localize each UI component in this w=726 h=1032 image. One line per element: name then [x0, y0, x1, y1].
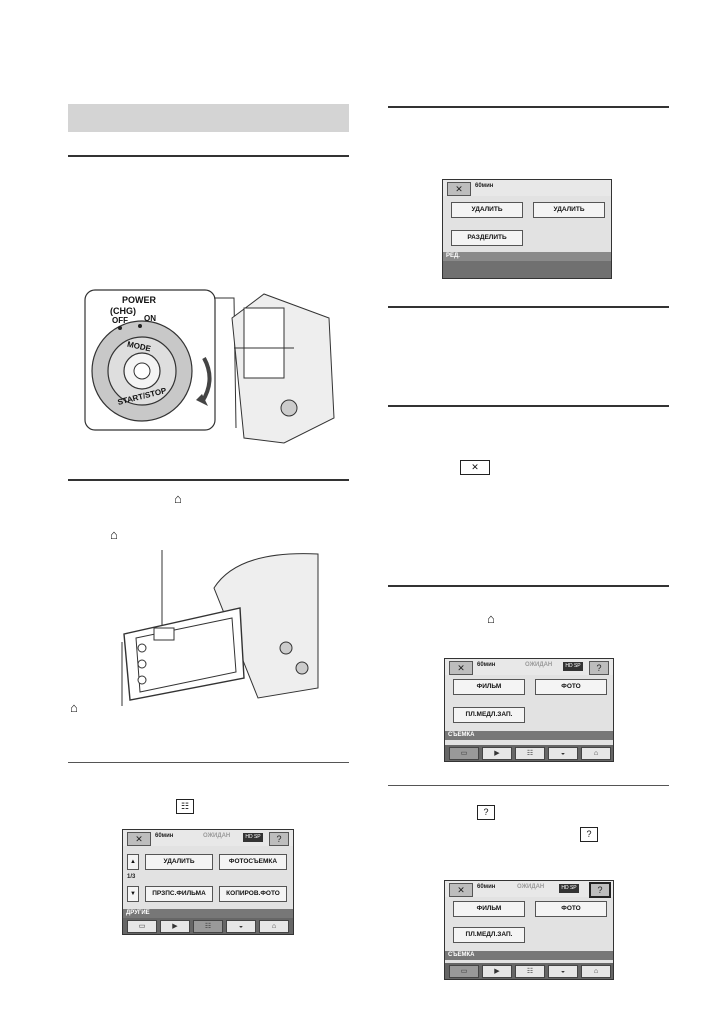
- menu-icon: ☷: [176, 799, 194, 814]
- close-button[interactable]: ✕: [447, 182, 471, 196]
- smooth-slow-rec-button[interactable]: ПЛ.МЕДЛ.ЗАП.: [453, 707, 525, 723]
- delete-button[interactable]: УДАЛИТЬ: [145, 854, 213, 870]
- tab-settings[interactable]: ⌂: [581, 747, 611, 760]
- tab-view[interactable]: ▶: [482, 965, 512, 978]
- remaining-time: 60мин: [155, 833, 174, 839]
- power-label: POWER: [122, 295, 157, 305]
- step-divider: [388, 106, 669, 108]
- step-divider: [388, 785, 669, 786]
- help-button[interactable]: ?: [589, 661, 609, 675]
- tab-camera[interactable]: ▭: [449, 747, 479, 760]
- photo-capture-button[interactable]: ФОТОСЪЕМКА: [219, 854, 287, 870]
- category-label: ДРУГИЕ: [123, 909, 293, 918]
- home-icon: ⌂: [70, 700, 78, 715]
- home-icon: ⌂: [110, 527, 118, 542]
- tab-manage[interactable]: ◒: [548, 747, 578, 760]
- photo-button[interactable]: ФОТО: [535, 901, 607, 917]
- off-label: OFF: [112, 316, 128, 325]
- category-label: РЕД.: [443, 252, 611, 261]
- remaining-time: 60мин: [475, 183, 494, 189]
- lcd-panel-illustration: [121, 550, 319, 706]
- hd-quality-badge: HD SP: [563, 662, 583, 671]
- lcd-screen-other: ✕ 60мин ОЖИДАН HD SP ? ▲ УДАЛИТЬ ФОТОСЪЕ…: [122, 829, 294, 935]
- close-button[interactable]: ✕: [449, 883, 473, 897]
- help-icon: ?: [580, 827, 598, 842]
- remaining-time: 60мин: [477, 662, 496, 668]
- home-icon: ⌂: [487, 611, 495, 626]
- section-header-band: [68, 104, 349, 132]
- power-switch-illustration: [84, 289, 335, 444]
- photo-copy-button[interactable]: КОПИРОВ.ФОТО: [219, 886, 287, 902]
- remaining-time: 60мин: [477, 884, 496, 890]
- close-button[interactable]: ✕: [127, 832, 151, 846]
- tab-other[interactable]: ☷: [515, 747, 545, 760]
- lcd-screen-shooting: ✕ 60мин ОЖИДАН HD SP ? ФИЛЬМ ФОТО ПЛ.МЕД…: [444, 658, 614, 762]
- category-tabs: ▭ ▶ ☷ ◒ ⌂: [445, 963, 613, 979]
- smooth-slow-rec-button[interactable]: ПЛ.МЕДЛ.ЗАП.: [453, 927, 525, 943]
- lcd-screen-edit: ✕ 60мин УДАЛИТЬ УДАЛИТЬ РАЗДЕЛИТЬ РЕД.: [442, 179, 612, 279]
- step-divider: [68, 762, 349, 763]
- hd-quality-badge: HD SP: [559, 884, 579, 893]
- page-indicator: 1/3: [127, 874, 136, 880]
- tab-camera[interactable]: ▭: [127, 920, 157, 933]
- step-divider: [68, 479, 349, 481]
- delete-movie-button[interactable]: УДАЛИТЬ: [451, 202, 523, 218]
- tab-other[interactable]: ☷: [193, 920, 223, 933]
- chg-label: (CHG): [110, 306, 136, 316]
- help-button[interactable]: ?: [269, 832, 289, 846]
- movie-button[interactable]: ФИЛЬМ: [453, 901, 525, 917]
- tab-manage[interactable]: ◒: [226, 920, 256, 933]
- hd-quality-badge: HD SP: [243, 833, 263, 842]
- tab-view[interactable]: ▶: [160, 920, 190, 933]
- help-icon: ?: [477, 805, 495, 820]
- mode-status: ОЖИДАН: [525, 662, 553, 668]
- tab-manage[interactable]: ◒: [548, 965, 578, 978]
- category-label: СЪЕМКА: [445, 731, 613, 740]
- photo-button[interactable]: ФОТО: [535, 679, 607, 695]
- step-divider: [68, 155, 349, 157]
- movie-dub-button[interactable]: ПРЗПС.ФИЛЬМА: [145, 886, 213, 902]
- step-divider: [388, 585, 669, 587]
- home-icon: ⌂: [174, 491, 182, 506]
- delete-photo-button[interactable]: УДАЛИТЬ: [533, 202, 605, 218]
- help-button[interactable]: ?: [589, 882, 611, 898]
- close-icon: ✕: [460, 460, 490, 475]
- step-divider: [388, 405, 669, 407]
- category-tabs: ▭ ▶ ☷ ◒ ⌂: [445, 745, 613, 761]
- scroll-down-button[interactable]: ▼: [127, 886, 139, 902]
- mode-status: ОЖИДАН: [203, 833, 231, 839]
- category-label: СЪЕМКА: [445, 951, 613, 960]
- close-button[interactable]: ✕: [449, 661, 473, 675]
- split-button[interactable]: РАЗДЕЛИТЬ: [451, 230, 523, 246]
- tab-camera[interactable]: ▭: [449, 965, 479, 978]
- on-label: ON: [144, 314, 156, 323]
- tab-other[interactable]: ☷: [515, 965, 545, 978]
- step-divider: [388, 306, 669, 308]
- movie-button[interactable]: ФИЛЬМ: [453, 679, 525, 695]
- category-tabs: ▭ ▶ ☷ ◒ ⌂: [123, 918, 293, 934]
- mode-status: ОЖИДАН: [517, 884, 545, 890]
- tab-view[interactable]: ▶: [482, 747, 512, 760]
- tab-settings[interactable]: ⌂: [259, 920, 289, 933]
- scroll-up-button[interactable]: ▲: [127, 854, 139, 870]
- tab-settings[interactable]: ⌂: [581, 965, 611, 978]
- lcd-screen-shooting-help: ✕ 60мин ОЖИДАН HD SP ? ФИЛЬМ ФОТО ПЛ.МЕД…: [444, 880, 614, 980]
